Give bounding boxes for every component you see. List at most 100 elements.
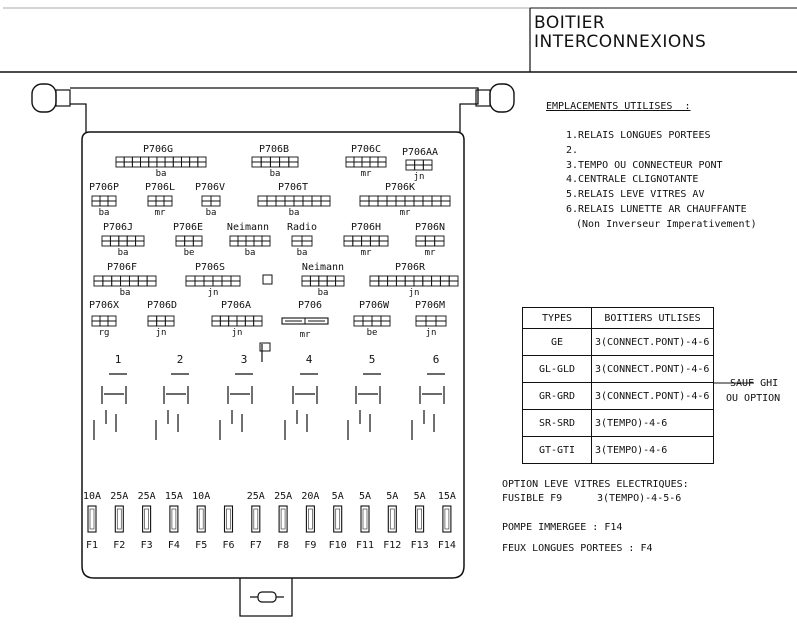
left-mount-knob [31,83,57,113]
fuse-body [169,505,179,533]
fuse-body [278,505,288,533]
type-cell: GT-GTI [522,436,592,464]
connector-label: P706G [143,144,173,155]
connector-pins [251,156,299,168]
connector-color: jn [426,328,437,338]
fuse-body [251,505,261,533]
fuse-id: F2 [113,540,125,551]
connector-color: jn [409,288,420,298]
connector-label: P706F [107,262,137,273]
fuse-rating: 25A [274,491,292,502]
connector-pins [257,195,331,207]
connector-p706g-0: P706G ba [115,144,207,179]
note-pointer-line [714,382,754,384]
connector-p706l-5: P706L mr [145,182,175,218]
fuse-body [415,505,425,533]
connector-pins [147,195,173,207]
right-mount-knob [489,83,515,113]
connector-label: P706P [89,182,119,193]
fuse-box-outline [81,131,465,579]
connector-pins [91,315,117,327]
connector-label: P706A [221,300,251,311]
list-item: (Non Inverseur Imperativement) [576,219,757,230]
connector-pins [185,275,241,287]
list-item: 2. [566,145,579,156]
connector-radio-12: Radio ba [287,222,317,258]
boitiers-cell: 3(TEMPO)-4-6 [591,436,714,464]
connector-color: ba [289,208,300,218]
fusible-label: FUSIBLE F9 [502,493,563,504]
fuse-body [196,505,206,533]
connector-color: mr [361,248,372,258]
fuse-id: F13 [411,540,429,551]
boitiers-cell: 3(CONNECT.PONT)-4-6 [591,328,714,356]
fuse-body [114,505,124,533]
type-cell: GR-GRD [522,382,592,410]
fuse-body [223,505,234,533]
fuse-id: F12 [383,540,401,551]
fuse-body [87,505,97,533]
slot-number: 2 [177,353,184,366]
boitiers-cell: 3(TEMPO)-4-6 [591,409,714,437]
list-item: 3.TEMPO OU CONNECTEUR PONT [566,160,723,171]
connector-pins [301,275,345,287]
fuse-f6: F6 [222,505,235,551]
connector-color: mr [361,169,372,179]
fuse-rating: 25A [138,491,156,502]
boitiers-cell: 3(CONNECT.PONT)-4-6 [591,355,714,383]
connector-color: mr [155,208,166,218]
connector-color: ba [297,248,308,258]
fuse-id: F11 [356,540,374,551]
connector-label: P706V [195,182,225,193]
connector-color: mr [425,248,436,258]
connector-p706m-24: P706M jn [415,300,447,338]
fuse-id: F7 [250,540,262,551]
relay-slot-4: 4 [284,353,318,440]
connector-label: P706L [145,182,175,193]
relay-slot-5: 5 [347,353,381,440]
list-item: 5.RELAIS LEVE VITRES AV [566,189,705,200]
connector-label: P706AA [402,147,438,158]
fuse-rating: 5A [332,491,344,502]
connector-color: ba [318,288,329,298]
pompe-note: POMPE IMMERGEE : F14 [502,522,623,533]
fuse-body [305,505,315,533]
connector-label: Neimann [227,222,269,233]
connector-pins [175,235,203,247]
fuse-rating: 25A [247,491,265,502]
relay-slot-2: 2 [155,353,189,440]
connector-pins [359,195,451,207]
slot-number: 4 [306,353,313,366]
connector-label: P706D [147,300,177,311]
fuse-id: F4 [168,540,180,551]
connector-label: P706 [298,300,322,311]
connector-label: Radio [287,222,317,233]
fuse-body [142,505,152,533]
table-header: BOITIERS UTLISES [591,307,714,329]
list-item: 1.RELAIS LONGUES PORTEES [566,130,711,141]
fuse-id: F8 [277,540,289,551]
fuse-rating: 25A [110,491,128,502]
connector-color: ba [156,169,167,179]
slot-number: 6 [433,353,440,366]
connector-label: P706M [415,300,445,311]
fuse-body [333,505,343,533]
fuse-rating: 15A [165,491,183,502]
fuse-id: F9 [304,540,316,551]
